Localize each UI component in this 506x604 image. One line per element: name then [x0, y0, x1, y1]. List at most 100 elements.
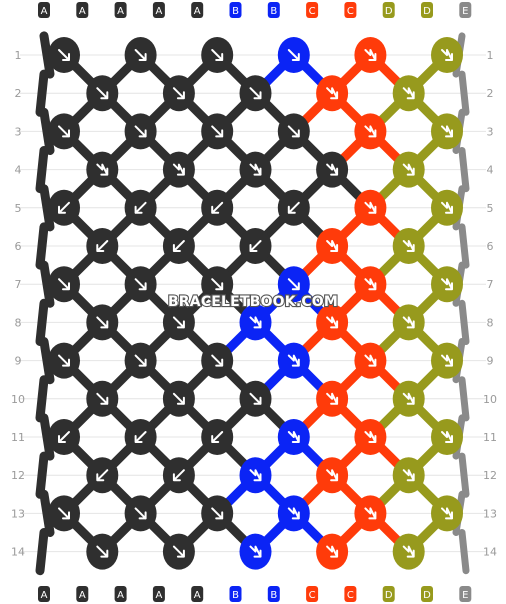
knot-arrow-icon — [172, 469, 185, 482]
knot — [201, 342, 234, 379]
knot — [201, 266, 234, 303]
knot-arrow-icon — [287, 431, 300, 443]
edge-thread-left — [35, 451, 49, 499]
string-label: A — [155, 6, 162, 17]
knot — [239, 304, 272, 341]
edge-thread-left — [35, 222, 49, 270]
knot — [239, 75, 272, 112]
edge-thread-right — [458, 452, 470, 498]
knot — [316, 228, 349, 264]
knot-arrow-icon — [58, 354, 70, 367]
knot — [162, 380, 195, 417]
string-tag — [229, 2, 242, 18]
row-number-right: 3 — [487, 125, 494, 138]
knot-arrow-icon — [211, 354, 224, 367]
row-number-right: 1 — [487, 49, 494, 62]
knot-arrow-icon — [58, 278, 70, 291]
knot — [86, 457, 119, 494]
knot — [277, 495, 310, 532]
knot — [239, 380, 272, 417]
knot — [316, 75, 349, 112]
knot — [48, 419, 80, 455]
knot-arrow-icon — [172, 240, 185, 252]
edge-thread-left — [35, 375, 49, 423]
row-number-right: 9 — [487, 355, 494, 368]
knot — [277, 37, 310, 73]
knot — [201, 495, 234, 532]
knot-arrow-icon — [58, 125, 70, 138]
knot-arrow-icon — [441, 201, 453, 214]
knot-arrow-icon — [441, 431, 453, 443]
string-label: C — [347, 6, 354, 17]
row-number-left: 10 — [11, 393, 25, 406]
knot — [431, 495, 463, 532]
knot-arrow-icon — [249, 469, 262, 482]
edge-thread-left — [39, 413, 55, 461]
string-label: B — [232, 590, 239, 601]
knot — [354, 113, 387, 150]
knot-arrow-icon — [287, 354, 300, 367]
edge-thread-left — [39, 489, 55, 537]
knot-arrow-icon — [326, 316, 339, 329]
knot — [239, 151, 272, 188]
string-label: A — [194, 6, 201, 17]
string-tag — [267, 586, 280, 602]
knot-arrow-icon — [249, 316, 262, 329]
knot-arrow-icon — [96, 163, 109, 176]
knot — [316, 457, 349, 494]
knot — [239, 533, 272, 570]
row-number-right: 2 — [487, 87, 494, 100]
knot — [431, 113, 463, 150]
string-label: A — [155, 590, 162, 601]
knot — [316, 304, 349, 341]
knot-arrow-icon — [287, 49, 300, 61]
knot-arrow-icon — [134, 354, 147, 367]
string-label: A — [41, 590, 48, 601]
edge-thread-right — [458, 223, 470, 269]
string-tag — [114, 586, 127, 602]
knot-arrow-icon — [364, 278, 377, 291]
knot — [124, 37, 157, 73]
knot — [392, 151, 425, 188]
edge-thread-right — [458, 376, 470, 422]
knot-arrow-icon — [96, 469, 109, 482]
knot-arrow-icon — [134, 431, 147, 443]
knot-arrow-icon — [172, 545, 185, 558]
knot — [124, 342, 157, 379]
knot-arrow-icon — [172, 87, 185, 100]
string-label: A — [194, 590, 201, 601]
knot — [354, 266, 387, 303]
knot-arrow-icon — [326, 163, 339, 176]
string-label: A — [79, 6, 86, 17]
row-number-left: 1 — [15, 49, 22, 62]
knot-arrow-icon — [364, 49, 377, 61]
string-tag — [191, 586, 204, 602]
knot — [86, 75, 119, 112]
knot — [124, 419, 157, 455]
knot-arrow-icon — [249, 163, 262, 176]
knot-arrow-icon — [402, 469, 415, 482]
knot-arrow-icon — [364, 354, 377, 367]
edge-thread-left — [39, 184, 55, 232]
edge-thread-right — [458, 70, 470, 116]
edge-thread-right — [458, 299, 470, 345]
knot-arrow-icon — [402, 316, 415, 329]
knot-arrow-icon — [402, 163, 415, 176]
row-number-left: 14 — [11, 546, 25, 559]
knot-arrow-icon — [211, 431, 224, 443]
knot-arrow-icon — [364, 125, 377, 138]
string-tag — [421, 2, 433, 18]
knot — [239, 457, 272, 494]
string-label: A — [117, 590, 124, 601]
knot-arrow-icon — [134, 507, 147, 520]
knot — [162, 533, 195, 570]
knot-arrow-icon — [134, 278, 147, 291]
knot — [48, 189, 80, 226]
knot — [48, 266, 80, 303]
knot — [48, 113, 80, 150]
knot-grid — [48, 37, 463, 570]
knot — [162, 151, 195, 188]
knot — [86, 533, 119, 570]
row-number-left: 8 — [15, 316, 22, 329]
edge-thread-left — [39, 337, 55, 385]
